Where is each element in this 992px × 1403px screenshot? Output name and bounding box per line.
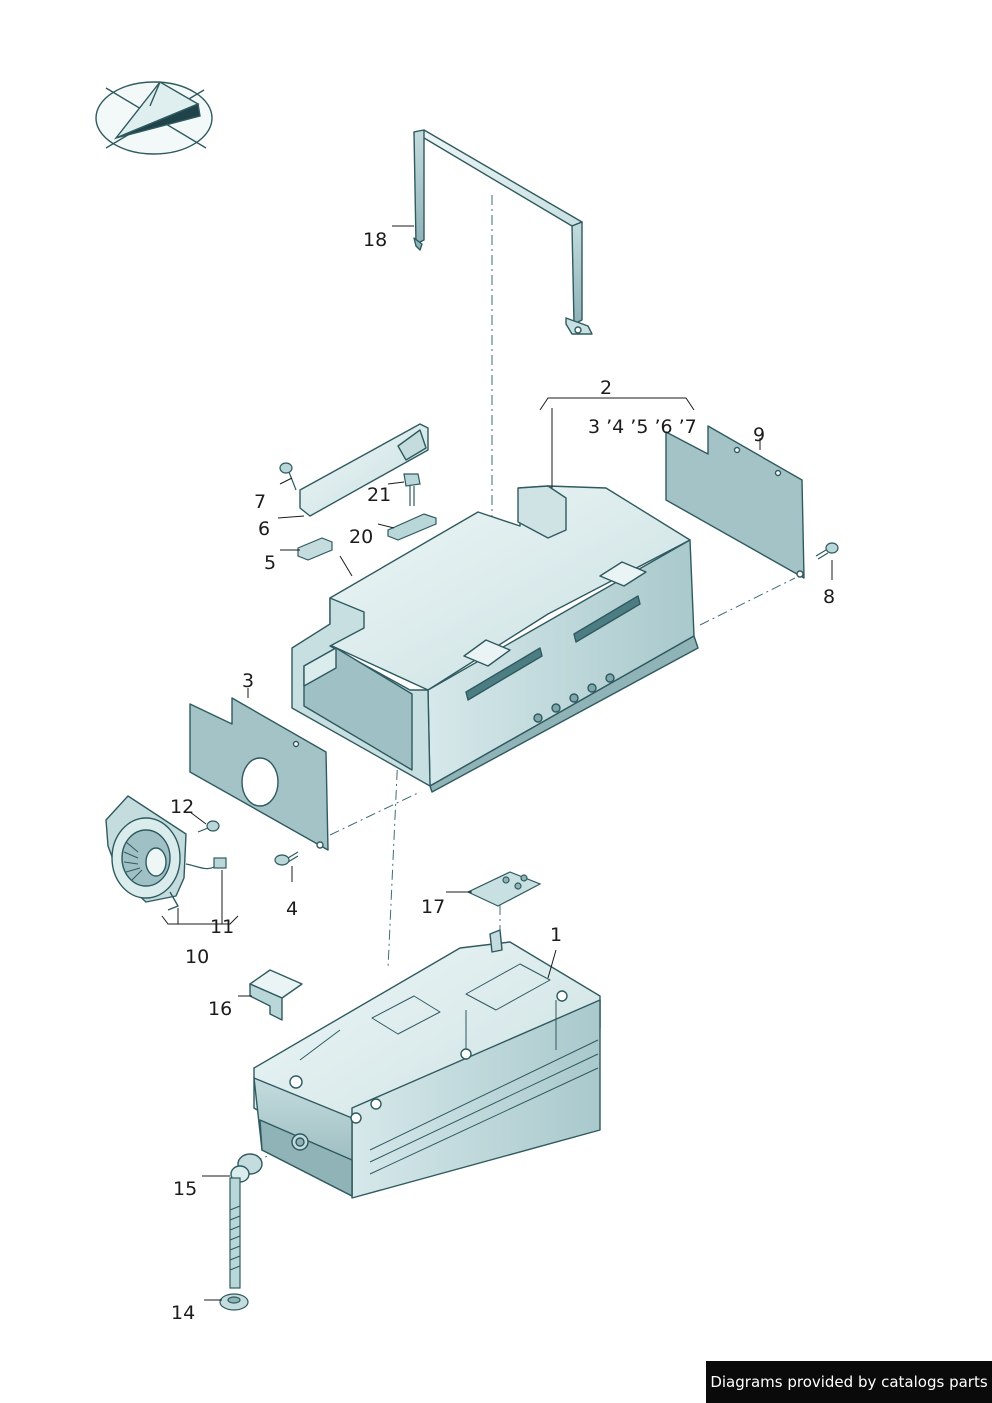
callout-20: 20 (349, 526, 374, 548)
callout-1: 1 (550, 924, 563, 946)
screw-part-4 (274, 851, 299, 866)
cap-part-16 (249, 969, 303, 1021)
callout-14: 14 (171, 1302, 196, 1324)
callout-5: 5 (264, 552, 277, 574)
callout-6: 6 (258, 518, 271, 540)
orientation-indicator-icon (95, 81, 213, 155)
fan-connector-part-11 (185, 857, 227, 870)
clip-part-20 (387, 513, 437, 541)
end-plate-part-9 (665, 425, 805, 579)
callout-8: 8 (823, 586, 836, 608)
fan-assembly-part-10 (105, 795, 187, 911)
callout-11: 11 (210, 916, 235, 938)
callout-2: 2 (600, 377, 613, 399)
callout-15: 15 (173, 1178, 198, 1200)
callout-12: 12 (170, 796, 195, 818)
screw-part-21 (403, 473, 421, 506)
callout-17: 17 (421, 896, 446, 918)
bracket-part-6 (299, 423, 429, 517)
callout-10: 10 (185, 946, 210, 968)
mounting-strap-part-18 (413, 129, 593, 335)
callout-leader-lines (161, 225, 833, 1301)
callout-7: 7 (254, 491, 267, 513)
end-plate-part-3 (189, 697, 329, 851)
callout-9: 9 (753, 424, 766, 446)
screw-part-12 (197, 820, 220, 833)
stud-part-14 (219, 1177, 249, 1311)
housing-cover-part-2 (291, 485, 699, 793)
screw-part-8 (815, 542, 839, 560)
diagram-credit-badge: Diagrams provided by catalogs parts (706, 1361, 992, 1403)
callout-3: 3 (242, 670, 255, 692)
callout-21: 21 (367, 484, 392, 506)
callout-4: 4 (286, 898, 299, 920)
callout-18: 18 (363, 229, 388, 251)
callout-16: 16 (208, 998, 233, 1020)
screw-part-7 (279, 462, 297, 491)
clip-part-5 (297, 537, 333, 561)
control-unit-part-1 (253, 929, 601, 1199)
callout-2-subparts: 3 ’4 ’5 ’6 ’7 (588, 416, 697, 438)
label-plate-part-17 (466, 871, 542, 907)
grommet-part-15 (230, 1153, 263, 1183)
